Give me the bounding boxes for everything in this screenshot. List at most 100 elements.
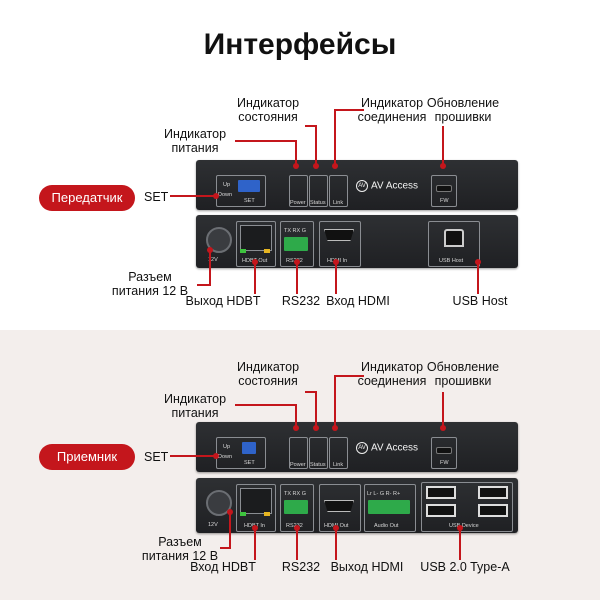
rx-link-line [334, 375, 364, 428]
tx-state-line [305, 125, 317, 166]
usb-host-port-box [428, 221, 480, 267]
transmitter-badge: Передатчик [39, 185, 135, 211]
up-label: Up [223, 182, 231, 188]
hdbt-led-green [240, 249, 246, 253]
usb-b-port[interactable] [444, 229, 464, 247]
dip-switch[interactable] [238, 180, 260, 192]
rx-power-dot [293, 425, 299, 431]
receiver-ind-state-label: Индикатор состояния [236, 360, 300, 388]
rx-set-dot [213, 453, 219, 459]
usb-device-port-box [421, 482, 513, 532]
audio-port-label: Audio Out [374, 523, 399, 529]
status-label: Status [310, 462, 326, 468]
tx-rs232-dot [294, 259, 300, 265]
receiver-badge: Приемник [39, 444, 135, 470]
v12-label: 12V [208, 522, 218, 528]
logo-icon: AV [356, 442, 368, 454]
down-label: Down [218, 192, 233, 198]
transmitter-hdbt-label: Выход HDBT [185, 294, 261, 308]
transmitter-power-conn-label: Разъем питания 12 В [111, 270, 189, 298]
hdbt-led-green [240, 512, 246, 516]
rs232-terminal[interactable] [284, 237, 308, 251]
rs232-pin-label: TX RX G [284, 491, 307, 497]
tx-hdmi-dot [333, 259, 339, 265]
rx-power-conn-dot [227, 509, 233, 515]
transmitter-usb-label: USB Host [452, 294, 508, 308]
receiver-fw-label: Обновление прошивки [426, 360, 500, 388]
transmitter-ind-link-label: Индикатор соединения [357, 96, 427, 124]
rs232-terminal[interactable] [284, 500, 308, 514]
page-title: Интерфейсы [203, 28, 397, 61]
status-led-box [309, 175, 328, 207]
transmitter-hdmi-label: Вход HDMI [326, 294, 390, 308]
tx-fw-dot [440, 163, 446, 169]
hdbt-led-yellow [264, 249, 270, 253]
fw-label: FW [440, 460, 449, 466]
receiver-hdbt-label: Вход HDBT [190, 560, 256, 574]
tx-link-dot [332, 163, 338, 169]
tx-usb-dot [475, 259, 481, 265]
link-label: Link [333, 200, 344, 206]
receiver-hdmi-label: Выход HDMI [330, 560, 404, 574]
tx-hdbt-dot [252, 259, 258, 265]
tx-state-dot [313, 163, 319, 169]
rx-hdbt-dot [252, 525, 258, 531]
transmitter-rear-panel: 12V HDBT Out TX RX G RS232 HDMI In USB H… [196, 215, 518, 268]
down-label: Down [218, 454, 233, 460]
power-label: Power [290, 200, 306, 206]
fw-port-box [431, 437, 457, 469]
rx-fw-dot [440, 425, 446, 431]
transmitter-ind-power-label: Индикатор питания [163, 127, 227, 155]
power-label: Power [290, 462, 306, 468]
brand-text: AV Access [371, 180, 419, 192]
audio-pin-label: Lr L- G R- R+ [367, 491, 401, 497]
dip-switch[interactable] [242, 442, 256, 454]
receiver-rs232-label: RS232 [281, 560, 321, 574]
receiver-usb-label: USB 2.0 Type-A [420, 560, 510, 574]
power-led-box [289, 175, 308, 207]
status-led-box [309, 437, 328, 469]
transmitter-set-label: SET [144, 190, 169, 204]
fw-usb-port[interactable] [436, 447, 452, 454]
transmitter-rs232-label: RS232 [281, 294, 321, 308]
up-label: Up [223, 444, 231, 450]
fw-label: FW [440, 198, 449, 204]
power-led-box [289, 437, 308, 469]
fw-port-box [431, 175, 457, 207]
tx-power-dot [293, 163, 299, 169]
tx-link-line [334, 109, 364, 166]
usb-a-port-4[interactable] [478, 504, 508, 517]
receiver-ind-link-label: Индикатор соединения [357, 360, 427, 388]
rx-power-line [235, 404, 297, 428]
set-switch-box [216, 437, 266, 469]
tx-power-conn-dot [207, 247, 213, 253]
hdbt-rj45-port[interactable] [240, 488, 272, 514]
set-switch-box [216, 175, 266, 207]
rx-state-line [305, 391, 317, 428]
tx-set-dot [213, 193, 219, 199]
link-label: Link [333, 462, 344, 468]
audio-terminal[interactable] [368, 500, 410, 514]
set-label: SET [244, 198, 255, 204]
fw-usb-port[interactable] [436, 185, 452, 192]
transmitter-ind-state-label: Индикатор состояния [236, 96, 300, 124]
usb-device-port-label: USB Device [449, 523, 479, 529]
rx-rs232-dot [294, 525, 300, 531]
tx-power-conn-line [197, 250, 211, 286]
hdmi-port-box [319, 221, 361, 267]
tx-power-line [235, 140, 297, 166]
rx-power-conn-line [220, 512, 231, 549]
hdbt-led-yellow [264, 512, 270, 516]
hdbt-rj45-port[interactable] [240, 225, 272, 251]
usb-a-port-3[interactable] [426, 504, 456, 517]
v12-label: 12V [208, 257, 218, 263]
hdmi-port-box [319, 484, 361, 532]
rs232-port-label: RS232 [286, 523, 303, 529]
usb-a-port-2[interactable] [478, 486, 508, 499]
usb-a-port-1[interactable] [426, 486, 456, 499]
link-led-box [329, 437, 348, 469]
